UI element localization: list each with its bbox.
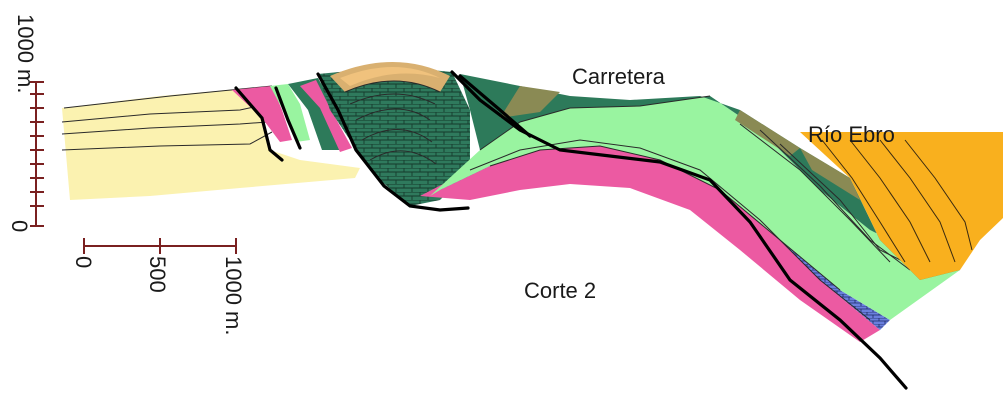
horizontal-scale-tick-1000: 1000 m. [221, 256, 246, 336]
river-label: Río Ebro [808, 122, 895, 147]
vertical-scale: 1000 m. 0 [7, 14, 44, 232]
vertical-scale-top-label: 1000 m. [13, 14, 38, 94]
horizontal-scale: 0 500 1000 m. [71, 238, 246, 336]
vertical-scale-bottom-label: 0 [7, 220, 32, 232]
horizontal-scale-tick-0: 0 [71, 256, 96, 268]
section-title: Corte 2 [524, 278, 596, 303]
road-label: Carretera [572, 64, 666, 89]
horizontal-scale-tick-500: 500 [145, 256, 170, 293]
